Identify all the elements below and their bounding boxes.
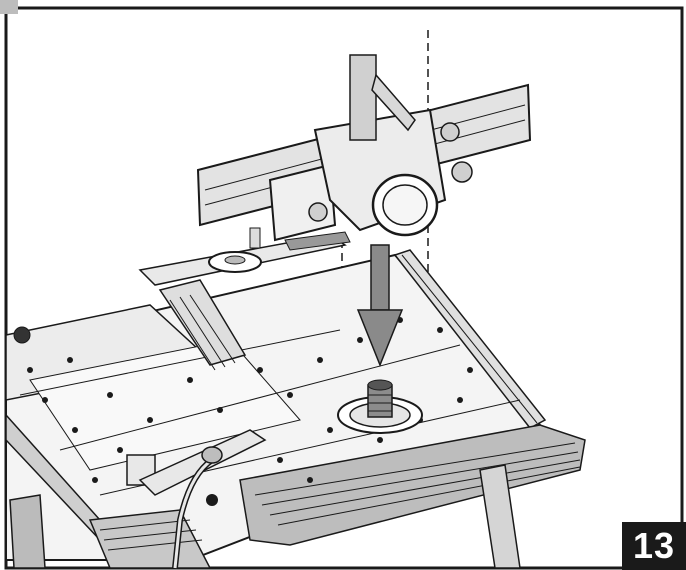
step-number: 13 (632, 525, 676, 566)
hood-post (349, 54, 377, 141)
table-leg (479, 464, 521, 569)
front-clamp (126, 429, 267, 569)
sliding-plate (29, 339, 301, 471)
comb-plate (158, 279, 247, 366)
hood-knob-left (308, 202, 328, 222)
step-number-badge: 13 (622, 522, 686, 570)
down-arrow-icon (356, 244, 404, 368)
spindle-assembly (337, 379, 423, 434)
hood-knob-right (451, 161, 473, 183)
spindle-hood (196, 54, 532, 251)
corner-tab (0, 0, 18, 14)
table-leg-left (9, 494, 46, 569)
work-table (5, 249, 586, 569)
clamp-knob (201, 446, 223, 464)
table-knob-left (13, 326, 31, 344)
hood-skid (284, 231, 351, 251)
